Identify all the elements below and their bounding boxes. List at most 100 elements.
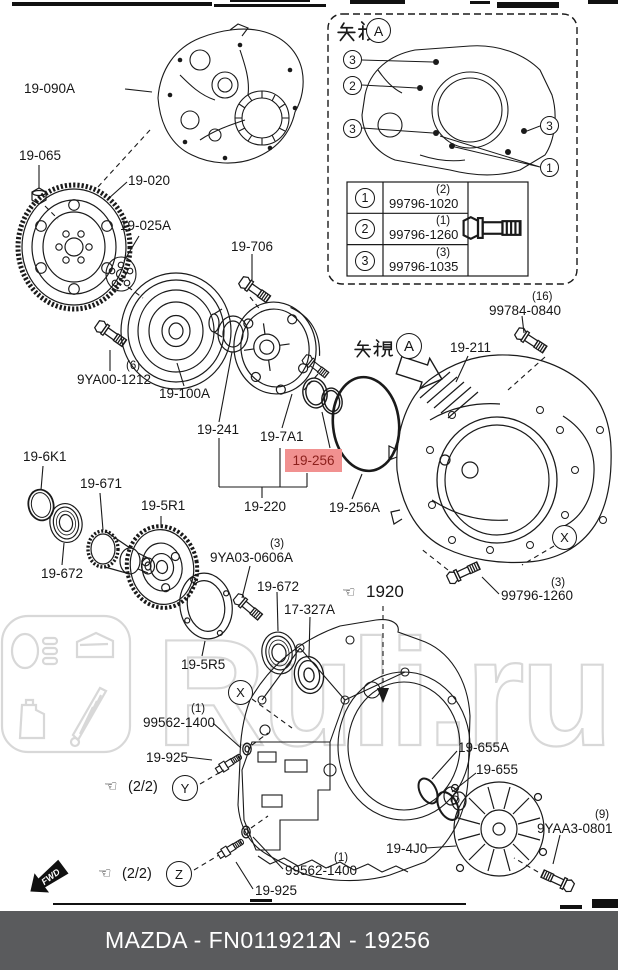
part-label-99562-1400-a[interactable]: 99562-1400 — [143, 715, 216, 730]
table-no-3: 3 — [355, 251, 375, 271]
qty-99562a: (1) — [191, 703, 206, 715]
part-label-19-671[interactable]: 19-671 — [80, 476, 123, 491]
qty-9ya03: (3) — [270, 538, 285, 550]
callout-3-a: 3 — [343, 50, 362, 69]
view-mark-x-left[interactable]: X — [228, 680, 253, 705]
bolt-99796-1260-drawing — [445, 559, 482, 586]
table-part-2[interactable]: 99796-1260 — [389, 227, 459, 242]
valve-body-unit-drawing — [237, 619, 471, 882]
view-mark-y[interactable]: Y — [172, 775, 198, 801]
bolt-706-drawing — [236, 274, 273, 306]
part-label-17-327A[interactable]: 17-327A — [284, 602, 336, 617]
part-label-19-220[interactable]: 19-220 — [244, 499, 287, 514]
part-label-19-5R1[interactable]: 19-5R1 — [141, 498, 186, 513]
switch-925b-drawing — [215, 836, 246, 861]
gear-5r1-drawing — [124, 524, 200, 610]
table-qty-3: (3) — [436, 247, 451, 259]
part-label-9YAA3-0801[interactable]: 9YAA3-0801 — [537, 821, 613, 836]
part-label-99796-1260[interactable]: 99796-1260 — [501, 588, 574, 603]
part-label-19-256A[interactable]: 19-256A — [329, 500, 381, 515]
qty-99784: (16) — [532, 291, 553, 303]
assembly-19-090A-drawing — [157, 23, 304, 164]
part-label-19-241[interactable]: 19-241 — [197, 422, 240, 437]
part-label-9YA00-1212[interactable]: 9YA00-1212 — [77, 372, 152, 387]
scan-artifact-top — [12, 0, 618, 8]
view-mark-x-right[interactable]: X — [552, 525, 577, 550]
footer-bar: MAZDA - FN0119212 N - 19256 — [0, 911, 618, 970]
part-label-19-925-a[interactable]: 19-925 — [146, 750, 189, 765]
part-label-9YA03-0606A[interactable]: 9YA03-0606A — [210, 550, 294, 565]
bolt-9ya00-drawing — [92, 318, 129, 350]
table-bolt-icon — [462, 216, 522, 240]
part-label-99784-0840[interactable]: 99784-0840 — [489, 303, 562, 318]
part-label-19-655A[interactable]: 19-655A — [458, 740, 510, 755]
ref-page-z: (2/2) — [122, 866, 152, 882]
pointer-arrowhead-1920 — [377, 688, 389, 703]
part-label-19-4J0[interactable]: 19-4J0 — [386, 841, 428, 856]
part-label-19-706[interactable]: 19-706 — [231, 239, 274, 254]
flywheel-drawing — [15, 182, 133, 312]
housing-211-drawing — [388, 354, 612, 564]
callout-3-c: 3 — [540, 116, 559, 135]
bolt-99784-drawing — [512, 325, 549, 356]
plate-5r5-drawing — [179, 572, 233, 640]
part-label-19-925-b[interactable]: 19-925 — [255, 883, 298, 898]
scan-artifact-bottom — [53, 899, 618, 909]
part-label-19-211[interactable]: 19-211 — [450, 340, 492, 355]
oring-256A-drawing — [331, 375, 401, 473]
gear-671-drawing — [86, 529, 156, 575]
seal-ring-241-drawing — [217, 315, 249, 353]
table-no-1: 1 — [355, 188, 375, 208]
footer-catalog-code: MAZDA - FN0119212 — [105, 927, 332, 953]
view-letter-arrow: A — [396, 333, 422, 359]
hand-ref-icon-y: ☞ — [104, 778, 118, 795]
callout-3-b: 3 — [343, 119, 362, 138]
qty-99796-1260: (3) — [551, 577, 566, 589]
hand-ref-icon-1920: ☞ — [342, 584, 356, 601]
bearing-672b-drawing — [261, 631, 297, 675]
ref-page-y: (2/2) — [128, 779, 158, 795]
hand-ref-icon-z: ☞ — [98, 865, 112, 882]
dashed-alignment-lines — [44, 129, 555, 873]
bolt-9yaa3-drawing — [539, 867, 576, 894]
view-inset-box — [327, 13, 578, 285]
table-part-1[interactable]: 99796-1020 — [389, 196, 459, 211]
part-label-99562-1400-b[interactable]: 99562-1400 — [285, 863, 358, 878]
part-label-19-672-b[interactable]: 19-672 — [257, 579, 300, 594]
table-qty-2: (1) — [436, 215, 451, 227]
part-label-19-655[interactable]: 19-655 — [476, 762, 519, 777]
part-label-19-5R5[interactable]: 19-5R5 — [181, 657, 226, 672]
bearing-672a-drawing — [49, 502, 83, 544]
washer-99562b-drawing — [241, 825, 251, 839]
callout-2: 2 — [343, 76, 362, 95]
part-label-19-6K1[interactable]: 19-6K1 — [23, 449, 67, 464]
table-qty-1: (2) — [436, 184, 451, 196]
callout-1: 1 — [540, 158, 559, 177]
oring-655a-drawing — [417, 777, 439, 805]
table-part-3[interactable]: 99796-1035 — [389, 259, 459, 274]
part-label-19-025A[interactable]: 19-025A — [120, 218, 172, 233]
oil-pump-drawing — [233, 301, 321, 395]
drive-plate-drawing — [105, 256, 137, 292]
leader-lines — [38, 88, 561, 890]
part-label-19-672-a[interactable]: 19-672 — [41, 566, 84, 581]
part-label-19-065[interactable]: 19-065 — [19, 148, 62, 163]
table-no-2: 2 — [355, 219, 375, 239]
view-letter-inset: A — [366, 18, 391, 43]
part-label-19-100A[interactable]: 19-100A — [159, 386, 211, 401]
part-label-19-090A[interactable]: 19-090A — [24, 81, 76, 96]
part-label-19-256-highlighted[interactable]: 19-256 — [285, 449, 342, 472]
seal-17327a-drawing — [293, 655, 325, 695]
end-cover-4j0-drawing — [443, 781, 548, 877]
qty-9yaa3: (9) — [595, 809, 610, 821]
part-label-19-7A1[interactable]: 19-7A1 — [260, 429, 304, 444]
fwd-arrow: FWD — [30, 859, 69, 893]
view-mark-z[interactable]: Z — [166, 861, 192, 887]
view-direction-arrow — [395, 355, 443, 391]
part-label-1920[interactable]: 1920 — [366, 582, 404, 601]
oring-655-drawing — [436, 791, 460, 821]
washer-99562a-drawing — [242, 742, 252, 756]
part-label-19-020[interactable]: 19-020 — [128, 173, 171, 188]
torque-converter-drawing — [120, 272, 232, 390]
